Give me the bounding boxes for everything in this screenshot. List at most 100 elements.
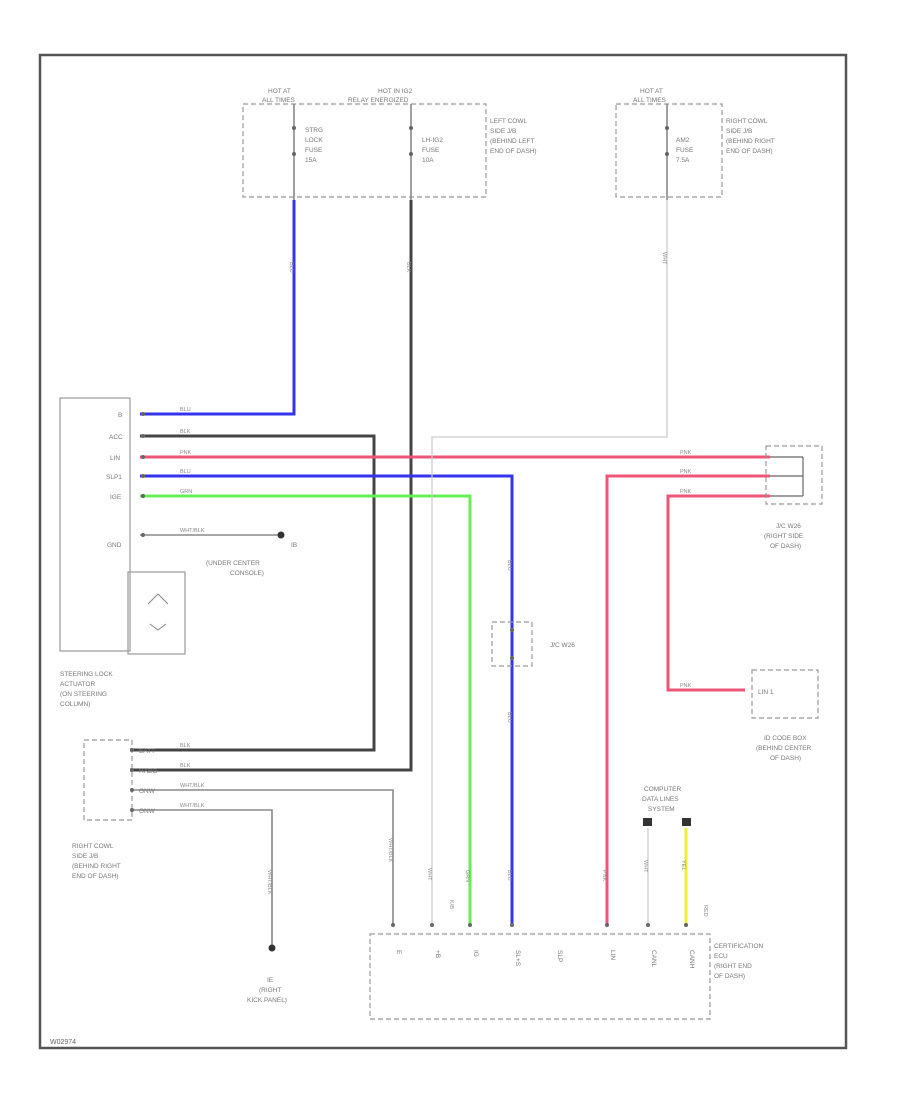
wire-ecu-e <box>130 789 394 925</box>
strg-fuse-line-1: STRG <box>305 127 323 134</box>
id-code-box-label-1: ID CODE BOX <box>764 735 807 742</box>
label-wht-blk-ie: WHT/BLK <box>266 870 272 895</box>
jb-label-4: END OF DASH) <box>72 873 119 880</box>
can-l-terminal-icon <box>643 818 652 826</box>
wire-ige-grn <box>140 494 472 925</box>
ecu-pin-e: E <box>395 950 402 955</box>
ecu-pin-canh: CANH <box>688 950 695 969</box>
wire-labels: BLU BLK WHT BLU BLK PNK BLU GRN WHT/BLK … <box>180 252 692 895</box>
ground-ib-label-2: CONSOLE) <box>230 570 264 577</box>
wire-ecu-lin-pnk <box>605 474 770 925</box>
am2-fuse-line-3: 7.5A <box>676 157 690 164</box>
label-pnk-jc-3: PNK <box>680 489 692 495</box>
right-hot-label: HOT AT <box>640 88 663 95</box>
ecu-pin-b: +B <box>434 950 441 958</box>
ecu-wire-code-2: WHT <box>426 868 432 881</box>
strg-fuse-line-2: LOCK <box>305 137 323 144</box>
ecu-pin-sls: SL+S <box>514 950 521 967</box>
jc-mid-label: J/C W26 <box>550 642 575 649</box>
am2-fuse-line-2: FUSE <box>676 147 694 154</box>
ground-ib-icon <box>277 531 285 539</box>
jc-right-label-3: OF DASH) <box>770 543 801 550</box>
label-blu-vertical: BLU <box>288 262 294 273</box>
ground-ie-code: IE <box>267 977 274 984</box>
jb-label-2: SIDE J/B <box>72 853 98 860</box>
right-jb-location-3: (BEHIND RIGHT <box>726 138 775 145</box>
wire-gnd-ie <box>130 809 273 945</box>
id-code-box: LIN 1 ID CODE BOX (BEHIND CENTER OF DASH… <box>751 669 819 762</box>
id-code-box-label-2: (BEHIND CENTER <box>756 745 812 752</box>
actuator-label-4: COLUMN) <box>60 701 90 708</box>
left-jb-location-3: (BEHIND LEFT <box>490 138 534 145</box>
label-wht-blk-jb-1: WHT/BLK <box>180 783 205 789</box>
computer-data-lines: COMPUTER DATA LINES SYSTEM <box>642 786 691 826</box>
left-jb-location-4: END OF DASH) <box>490 148 537 155</box>
ground-ib: IB (UNDER CENTER CONSOLE) <box>206 531 297 577</box>
ground-ie-icon <box>268 944 276 952</box>
label-pnk-jc-1: PNK <box>680 450 692 456</box>
pin-terminals <box>130 412 688 927</box>
label-blk-jb-1: BLK <box>180 743 191 749</box>
ground-ib-label-1: (UNDER CENTER <box>206 560 260 567</box>
ecu-wire-code-4: GRN <box>464 870 470 882</box>
right-cowl-jb-lower: BATT HABG GNW GNW RIGHT COWL SIDE J/B (B… <box>72 739 157 880</box>
junction-connector-mid: J/C W26 <box>491 621 575 667</box>
actuator-pin-acc: ACC <box>109 434 123 441</box>
right-jb-location-4: END OF DASH) <box>726 148 773 155</box>
ecu-wire-code-9: RED <box>702 905 708 917</box>
left-hot-label-2b: RELAY ENERGIZED <box>348 97 409 104</box>
motor-icon <box>147 593 169 631</box>
can-h-terminal-icon <box>682 818 691 826</box>
id-code-box-label-3: OF DASH) <box>770 755 801 762</box>
label-pnk-jc-2: PNK <box>680 469 692 475</box>
ecu-wire-code-6: PNK <box>601 870 607 882</box>
label-pnk-lin: PNK <box>180 450 192 456</box>
left-hot-label-1: HOT AT <box>268 88 291 95</box>
steering-lock-actuator: B ACC LIN SLP1 IGE GND STEERING LOCK ACT… <box>59 397 186 708</box>
label-blk-vertical: BLK <box>405 262 411 273</box>
label-blk-acc: BLK <box>180 429 191 435</box>
label-blu-b: BLU <box>180 407 191 413</box>
ecu-label-3: (RIGHT END <box>714 963 752 970</box>
actuator-label-2: ACTUATOR <box>60 681 95 688</box>
ecu-label-2: ECU <box>714 953 728 960</box>
jb-pin-2: HABG <box>139 768 157 775</box>
data-lines-label-3: SYSTEM <box>648 806 675 813</box>
junction-connector-right: J/C W26 (RIGHT SIDE OF DASH) <box>764 445 823 550</box>
am2-fuse-line-1: AM2 <box>676 137 690 144</box>
certification-ecu: E +B IG SL+S SLP LIN CANL CANH WHT/BLK W… <box>369 838 764 1020</box>
ecu-wire-code-8: YEL <box>680 860 686 870</box>
ecu-wire-code-7: WHT <box>642 860 648 873</box>
diagram-frame <box>38 53 848 1050</box>
wire-id-code-pnk <box>666 494 770 692</box>
right-hot-label-b: ALL TIMES <box>633 97 667 104</box>
left-hot-label-1b: ALL TIMES <box>262 97 296 104</box>
label-pnk-idbox: PNK <box>680 683 692 689</box>
left-hot-label-2: HOT IN IG2 <box>378 88 413 95</box>
jb-pin-3: GNW <box>139 788 156 795</box>
ecu-pin-lin: LIN <box>609 950 616 960</box>
actuator-pin-ige: IGE <box>110 494 122 501</box>
ground-ie-label-1: (RIGHT <box>259 987 281 994</box>
ecu-wire-code-3: K/B <box>448 900 454 909</box>
actuator-pin-gnd: GND <box>107 542 122 549</box>
ecu-wire-code-1: WHT/BLK <box>387 838 393 863</box>
jb-label-1: RIGHT COWL <box>72 843 114 850</box>
ecu-label-1: CERTIFICATION <box>714 943 764 950</box>
left-jb-location-1: LEFT COWL <box>490 118 527 125</box>
actuator-label-1: STEERING LOCK <box>60 671 113 678</box>
right-fuse-box: HOT AT ALL TIMES AM2 FUSE 7.5A RIGHT COW… <box>615 88 775 200</box>
label-blu-slp1: BLU <box>180 469 191 475</box>
ground-ie: IE (RIGHT KICK PANEL) <box>247 944 287 1004</box>
label-blk-jb-2: BLK <box>180 763 191 769</box>
label-grn-ige: GRN <box>180 489 192 495</box>
label-wht-blk-gnd: WHT/BLK <box>180 528 205 534</box>
figure-id: W02974 <box>50 1039 76 1046</box>
actuator-pin-b: B <box>118 412 122 419</box>
wire-acc-blk <box>130 434 376 752</box>
label-blu-lower: BLU <box>506 712 512 723</box>
lhig2-fuse-line-3: 10A <box>422 157 434 164</box>
jc-right-label-2: (RIGHT SIDE <box>764 533 804 540</box>
ecu-label-4: OF DASH) <box>714 973 745 980</box>
